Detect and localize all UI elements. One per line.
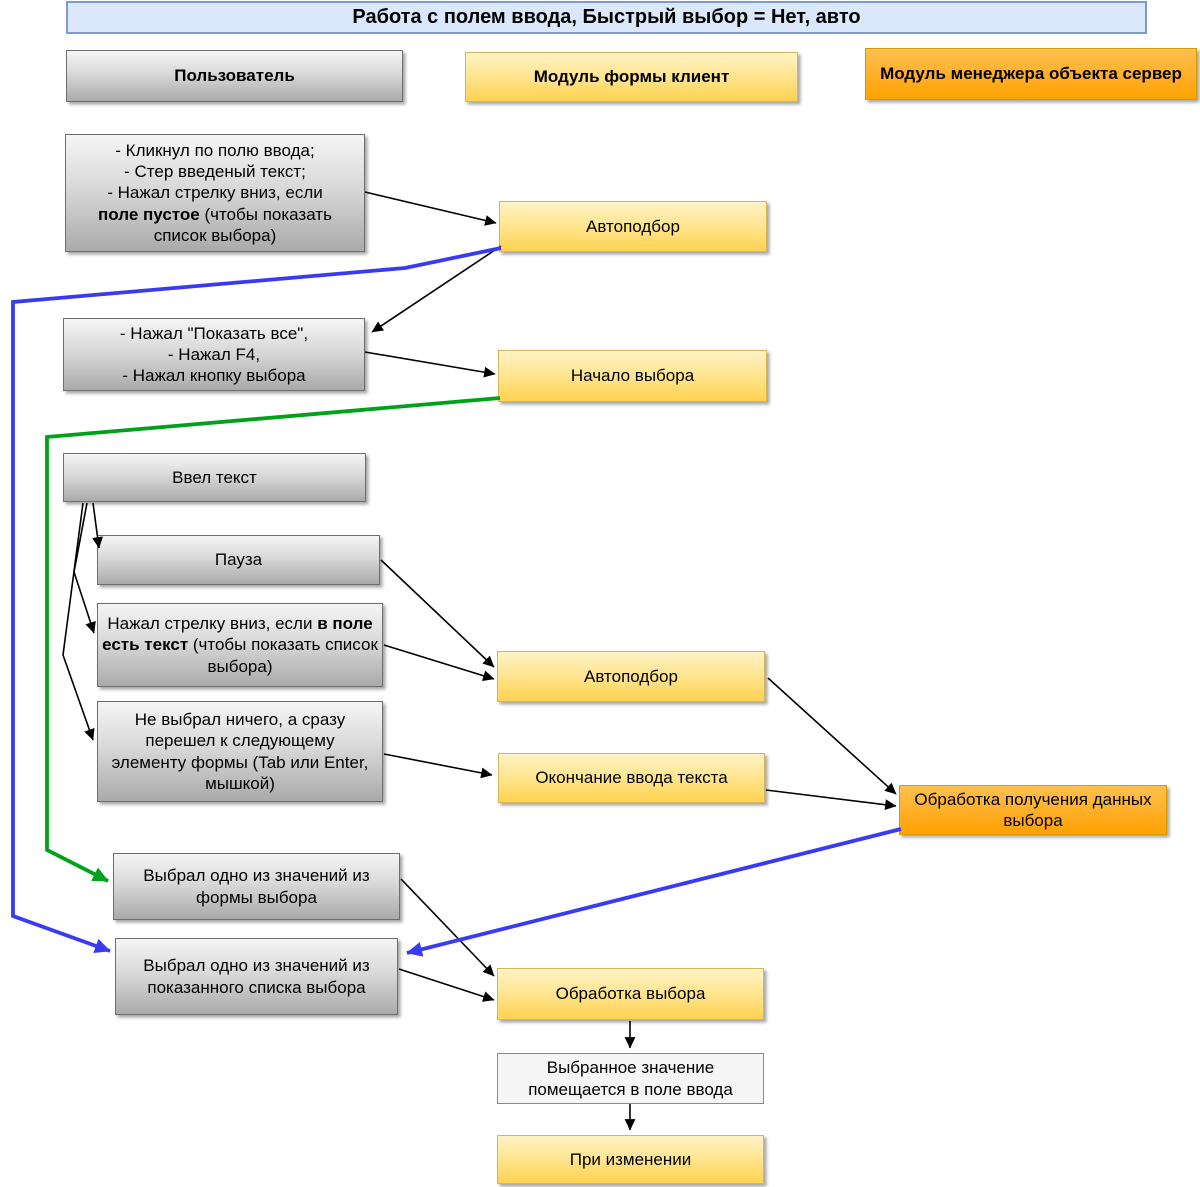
edge-data-processing-to-picked-dropdown-blue bbox=[406, 827, 902, 957]
text-line: - Нажал F4, bbox=[167, 344, 261, 364]
node-entered-text-label: Ввел текст bbox=[172, 467, 257, 487]
node-on-change-label: При изменении bbox=[569, 1149, 692, 1169]
node-selection-start: Начало выбора bbox=[498, 350, 767, 402]
lane-header-user-label: Пользователь bbox=[174, 66, 295, 86]
node-autoselect-1-label: Автоподбор bbox=[586, 216, 680, 236]
node-selection-processing-label: Обработка выбора bbox=[555, 984, 706, 1004]
text-line: - Стер введеный текст; bbox=[124, 162, 306, 182]
node-picked-from-selection-form-label: Выбрал одно из значений из формы выбора bbox=[143, 866, 370, 907]
node-entered-text: Ввел текст bbox=[63, 453, 366, 502]
edge-picked-form-to-selection-processing bbox=[400, 878, 495, 977]
text-fragment: (чтобы показать bbox=[199, 204, 332, 224]
edge-pause-to-autoselect-2 bbox=[380, 559, 495, 668]
node-selection-data-processing: Обработка получения данных выбора bbox=[899, 785, 1167, 835]
node-selection-processing: Обработка выбора bbox=[497, 968, 764, 1020]
edge-arrow-down-to-autoselect-2 bbox=[383, 644, 495, 681]
node-text-input-end-label: Окончание ввода текста bbox=[535, 768, 728, 788]
node-on-change: При изменении bbox=[497, 1135, 764, 1184]
node-arrow-down-with-text: Нажал стрелку вниз, если в поле есть тек… bbox=[97, 603, 383, 687]
edge-clicked-input-to-autoselect-1 bbox=[364, 191, 497, 226]
edge-picked-dropdown-to-selection-processing bbox=[398, 968, 495, 1002]
edge-text-input-end-to-data-processing bbox=[765, 789, 897, 811]
text-line: список выбора) bbox=[153, 225, 277, 245]
text-fragment: Нажал стрелку вниз, если bbox=[107, 614, 318, 634]
diagram-title-text: Работа с полем ввода, Быстрый выбор = Не… bbox=[352, 6, 861, 29]
text-line: - Нажал стрелку вниз, если bbox=[107, 183, 323, 203]
node-skipped-selection-label: Не выбрал ничего, а сразу перешел к след… bbox=[111, 710, 369, 793]
diagram-title: Работа с полем ввода, Быстрый выбор = Не… bbox=[66, 1, 1147, 34]
node-pause-label: Пауза bbox=[214, 550, 263, 570]
node-selection-start-label: Начало выбора bbox=[570, 366, 695, 386]
edge-autoselect-2-to-data-processing bbox=[767, 677, 897, 795]
edge-show-all-to-selection-start bbox=[364, 351, 496, 378]
bold-fragment: поле пустое bbox=[98, 204, 200, 224]
lane-header-server-object-manager-label: Модуль менеджера объекта сервер bbox=[880, 64, 1182, 84]
node-skipped-selection: Не выбрал ничего, а сразу перешел к след… bbox=[97, 701, 383, 802]
node-text-input-end: Окончание ввода текста bbox=[498, 753, 765, 803]
node-autoselect-1: Автоподбор bbox=[499, 201, 767, 252]
node-arrow-down-with-text-text: Нажал стрелку вниз, если в поле есть тек… bbox=[98, 613, 382, 676]
text-line: - Нажал кнопку выбора bbox=[122, 366, 306, 386]
lane-header-user: Пользователь bbox=[66, 50, 403, 102]
text-line: - Кликнул по полю ввода; bbox=[115, 141, 315, 161]
bold-fragment: в bbox=[317, 614, 328, 634]
edge-skipped-selection-to-text-input-end bbox=[383, 753, 493, 779]
node-value-into-field-label: Выбранное значение помещается в поле вво… bbox=[528, 1058, 733, 1099]
text-fragment: (чтобы bbox=[188, 635, 247, 655]
text-line: - Нажал "Показать все", bbox=[119, 323, 309, 343]
lane-header-client-form-module-label: Модуль формы клиент bbox=[533, 67, 730, 87]
node-show-all: - Нажал "Показать все", - Нажал F4, - На… bbox=[63, 318, 365, 391]
node-clicked-input: - Кликнул по полю ввода; - Стер введеный… bbox=[65, 134, 365, 252]
node-autoselect-2-label: Автоподбор bbox=[584, 666, 678, 686]
lane-header-client-form-module: Модуль формы клиент bbox=[465, 52, 798, 102]
node-clicked-input-text: - Кликнул по полю ввода; - Стер введеный… bbox=[98, 140, 332, 245]
edge-entered-text-to-arrow-down bbox=[73, 502, 96, 634]
lane-header-server-object-manager: Модуль менеджера объекта сервер bbox=[865, 48, 1197, 100]
edge-entered-text-to-skipped-selection bbox=[62, 502, 95, 741]
node-selection-data-processing-label: Обработка получения данных выбора bbox=[914, 789, 1152, 830]
node-picked-from-selection-form: Выбрал одно из значений из формы выбора bbox=[113, 853, 400, 920]
node-pause: Пауза bbox=[97, 535, 380, 585]
node-value-into-field: Выбранное значение помещается в поле вво… bbox=[497, 1053, 764, 1104]
node-picked-from-dropdown-label: Выбрал одно из значений из показанного с… bbox=[143, 956, 370, 997]
edge-autoselect-1-to-show-all bbox=[371, 245, 502, 333]
text-line: поле пустое (чтобы показать bbox=[98, 204, 332, 225]
node-picked-from-dropdown: Выбрал одно из значений из показанного с… bbox=[115, 938, 398, 1015]
node-show-all-text: - Нажал "Показать все", - Нажал F4, - На… bbox=[120, 323, 308, 386]
node-autoselect-2: Автоподбор bbox=[497, 651, 765, 702]
